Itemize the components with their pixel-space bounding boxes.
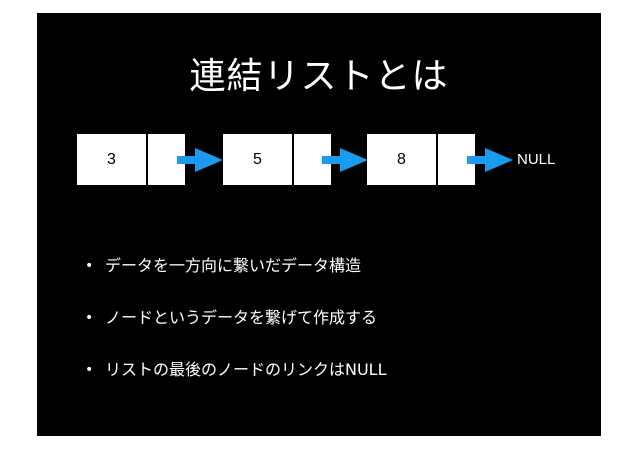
node-value-cell: 5 (223, 134, 292, 185)
link-arrow-icon (177, 148, 223, 172)
bullet-dot-icon: • (85, 258, 94, 274)
link-arrow-icon (467, 148, 513, 172)
node-value-cell: 3 (77, 134, 146, 185)
bullet-dot-icon: • (85, 310, 94, 326)
link-arrow-icon (322, 148, 368, 172)
bullet-item: • リストの最後のノードのリンクはNULL (85, 359, 585, 411)
node-value-cell: 8 (367, 134, 436, 185)
bullet-dot-icon: • (85, 362, 94, 378)
bullet-text: ノードというデータを繋げて作成する (105, 308, 378, 327)
bullet-list: • データを一方向に繋いだデータ構造 • ノードというデータを繋げて作成する •… (85, 255, 585, 411)
slide: 連結リストとは 3 5 8 NULL • データを一方向に繋いだデータ構造 • … (37, 13, 601, 436)
bullet-item: • データを一方向に繋いだデータ構造 (85, 255, 585, 307)
slide-title: 連結リストとは (189, 56, 449, 97)
null-label: NULL (517, 151, 556, 168)
bullet-text: データを一方向に繋いだデータ構造 (105, 256, 362, 275)
bullet-item: • ノードというデータを繋げて作成する (85, 307, 585, 359)
bullet-text: リストの最後のノードのリンクはNULL (105, 360, 387, 379)
